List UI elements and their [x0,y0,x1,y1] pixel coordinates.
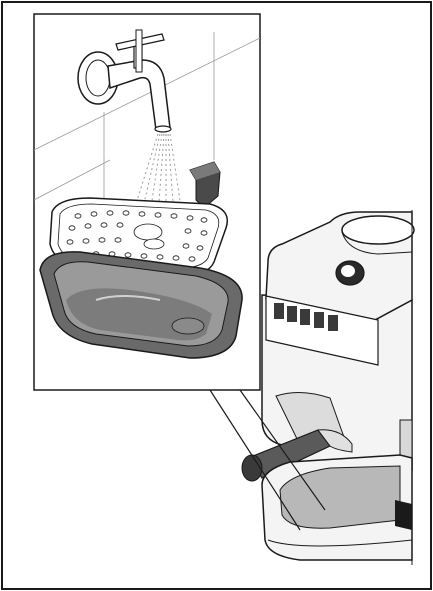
inset-panel [34,14,260,390]
drip-tray-in-machine [262,455,412,560]
coffee-machine-icon [242,210,414,565]
